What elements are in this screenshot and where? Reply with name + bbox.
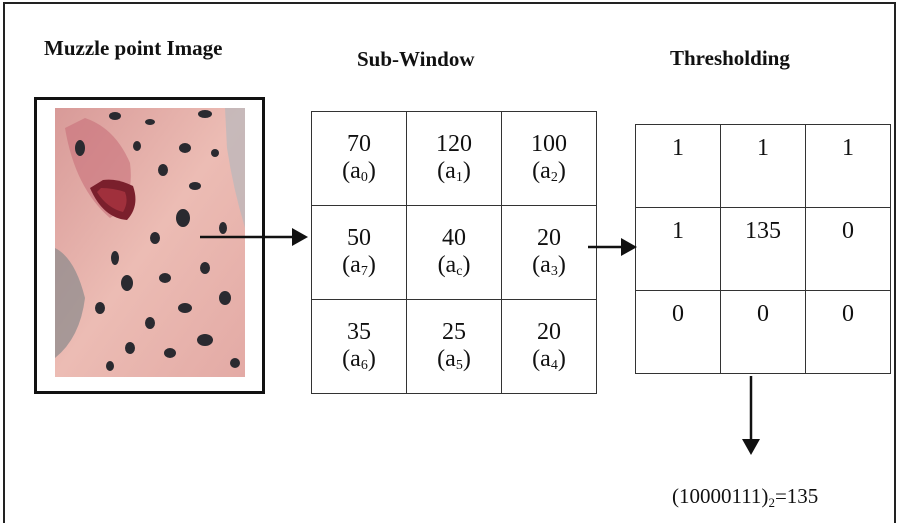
threshold-cell: 1 [635, 207, 721, 291]
binary-formula: (10000111)2=135 [672, 484, 818, 511]
subwindow-pixel-label: (a5) [437, 346, 471, 374]
subwindow-cell: 20(a4) [501, 299, 597, 394]
subwindow-grid: 70(a0)120(a1)100(a2)50(a7)40(ac)20(a3)35… [311, 111, 597, 394]
subwindow-cell: 50(a7) [311, 205, 407, 300]
pixel-index: 1 [455, 170, 463, 186]
subwindow-cell: 70(a0) [311, 111, 407, 206]
pixel-index: 4 [550, 358, 558, 374]
subwindow-value: 20 [537, 318, 561, 345]
subwindow-cell: 40(ac) [406, 205, 502, 300]
arrow-image-to-subwindow [200, 228, 308, 246]
subwindow-cell: 100(a2) [501, 111, 597, 206]
pixel-index: 3 [550, 264, 558, 280]
arrow-subwindow-to-threshold [588, 238, 637, 256]
subwindow-value: 100 [531, 130, 567, 157]
pixel-index: 2 [550, 170, 558, 186]
formula-binary: (10000111) [672, 484, 769, 508]
arrow-threshold-to-result [742, 376, 760, 455]
subwindow-row: 35(a6) 25(a5) 20(a4) [311, 299, 597, 394]
threshold-cell: 1 [720, 124, 806, 208]
threshold-cell: 0 [805, 207, 891, 291]
subwindow-pixel-label: (a4) [532, 346, 566, 374]
subwindow-pixel-label: (a6) [342, 346, 376, 374]
subwindow-cell: 35(a6) [311, 299, 407, 394]
subwindow-value: 70 [347, 130, 371, 157]
pixel-index: 6 [360, 358, 368, 374]
muzzle-image-title: Muzzle point Image [44, 36, 223, 60]
subwindow-title: Sub-Window [357, 47, 475, 71]
formula-base: 2 [768, 495, 775, 510]
pixel-index: 5 [455, 358, 463, 374]
pixel-index: c [456, 264, 463, 280]
subwindow-pixel-label: (ac) [437, 252, 471, 280]
subwindow-pixel-label: (a3) [532, 252, 566, 280]
pixel-index: 7 [360, 264, 368, 280]
threshold-cell: 0 [805, 290, 891, 374]
subwindow-value: 120 [436, 130, 472, 157]
muzzle-photo [55, 108, 245, 377]
diagram-frame [3, 2, 896, 523]
subwindow-pixel-label: (a1) [437, 158, 471, 186]
subwindow-cell: 20(a3) [501, 205, 597, 300]
subwindow-pixel-label: (a0) [342, 158, 376, 186]
pixel-index: 0 [360, 170, 368, 186]
threshold-cell: 1 [805, 124, 891, 208]
thresholding-title: Thresholding [670, 46, 790, 70]
subwindow-value: 40 [442, 224, 466, 251]
subwindow-value: 35 [347, 318, 371, 345]
subwindow-row: 50(a7)40(ac)20(a3) [311, 205, 597, 300]
formula-result: =135 [774, 484, 819, 508]
subwindow-pixel-label: (a7) [342, 252, 376, 280]
subwindow-cell: 120(a1) [406, 111, 502, 206]
subwindow-value: 20 [537, 224, 561, 251]
threshold-cell: 0 [720, 290, 806, 374]
subwindow-row: 70(a0)120(a1)100(a2) [311, 111, 597, 206]
subwindow-value: 50 [347, 224, 371, 251]
subwindow-pixel-label: (a2) [532, 158, 566, 186]
subwindow-value: 25 [442, 318, 466, 345]
